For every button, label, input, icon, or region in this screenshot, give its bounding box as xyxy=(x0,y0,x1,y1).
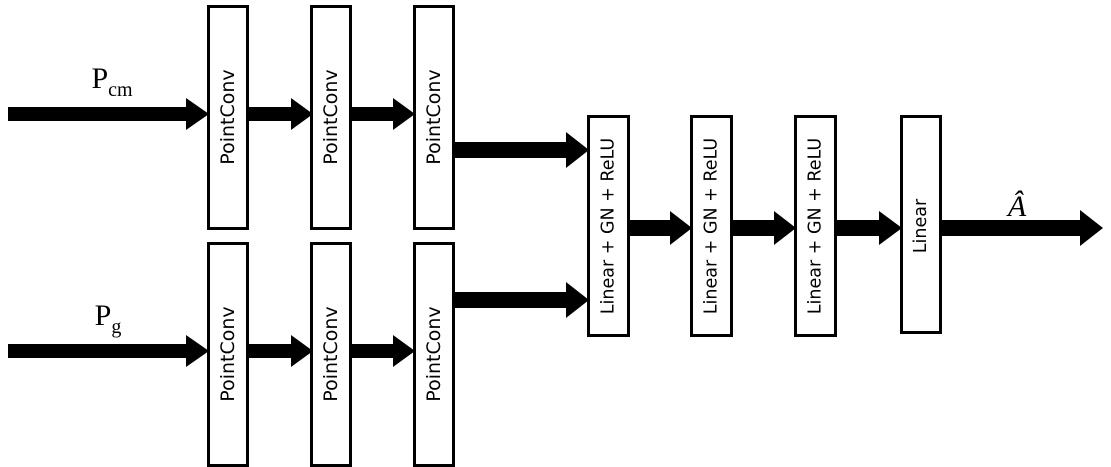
pointconv-top-3-box[interactable] xyxy=(413,5,455,230)
arrow-bottom-1-2 xyxy=(248,335,313,367)
arrow-output xyxy=(940,210,1103,246)
pointconv-top-2-label: PointConv xyxy=(320,69,342,164)
arrow-trunk-2-3 xyxy=(731,211,796,245)
linear-gn-relu-3-label: Linear + GN + ReLU xyxy=(806,138,826,314)
pointconv-top-2-box[interactable] xyxy=(310,5,352,230)
linear-gn-relu-3-box[interactable] xyxy=(794,115,837,337)
pointconv-bottom-2-box[interactable] xyxy=(310,242,352,467)
arrow-bottom-merge xyxy=(453,282,589,318)
input-pcm-subscript: cm xyxy=(108,79,133,101)
arrow-input-pg xyxy=(8,335,209,367)
pointconv-bottom-1-box[interactable] xyxy=(207,242,249,467)
input-pg-label: Pg xyxy=(95,299,122,338)
pointconv-top-3-label: PointConv xyxy=(423,69,445,164)
output-a-hat-label: Â xyxy=(1006,190,1027,223)
pointconv-bottom-1-label: PointConv xyxy=(217,306,239,401)
pointconv-bottom-2-label: PointConv xyxy=(320,306,342,401)
arrow-top-1-2 xyxy=(248,98,313,130)
arrow-trunk-3-4 xyxy=(834,211,902,245)
input-pg-subscript: g xyxy=(111,316,121,338)
pointconv-bottom-3-label: PointConv xyxy=(423,306,445,401)
arrow-top-merge xyxy=(453,132,589,168)
linear-out-label: Linear xyxy=(911,198,931,253)
linear-gn-relu-2-box[interactable] xyxy=(690,115,733,337)
arrow-top-2-3 xyxy=(350,98,415,130)
input-pcm-base: P xyxy=(91,62,108,95)
input-pg-base: P xyxy=(95,299,112,332)
pointconv-top-1-label: PointConv xyxy=(217,69,239,164)
pointconv-bottom-3-box[interactable] xyxy=(413,242,455,467)
linear-gn-relu-1-box[interactable] xyxy=(587,115,630,337)
input-pcm-label: Pcm xyxy=(91,62,133,101)
arrow-input-pcm xyxy=(8,98,209,130)
arrow-bottom-2-3 xyxy=(350,335,415,367)
linear-gn-relu-2-label: Linear + GN + ReLU xyxy=(702,138,722,314)
linear-gn-relu-1-label: Linear + GN + ReLU xyxy=(599,138,619,314)
pointconv-top-1-box[interactable] xyxy=(207,5,249,230)
linear-out-box[interactable] xyxy=(900,115,942,334)
arrow-trunk-1-2 xyxy=(628,211,692,245)
